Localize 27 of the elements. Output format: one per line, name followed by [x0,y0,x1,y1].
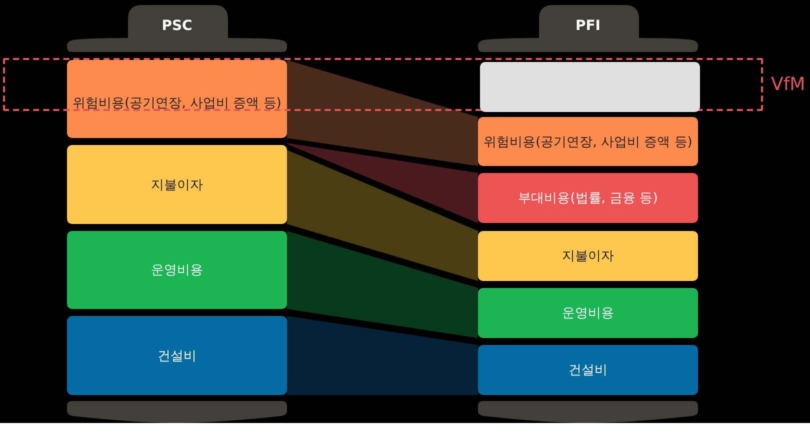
flow-ribbon [287,150,478,281]
block-label: 건설비 [568,362,608,379]
cost-block [478,117,698,166]
block-label: 위험비용(공기연장, 사업비 증액 등) [72,95,282,112]
band-label: VfM [771,74,806,95]
block-label: 운영비용 [151,262,203,279]
flow-ribbon [287,231,478,338]
cost-block [478,173,698,223]
column-title: PFI [575,18,601,34]
cost-block [67,60,287,138]
cost-block [67,145,287,224]
flow-ribbon [287,60,478,166]
cost-block [478,288,698,338]
flow-ribbon [287,143,478,223]
cost-block [478,345,698,395]
block-label: 건설비 [158,348,196,364]
block-label: 위험비용(공기연장, 사업비 증액 등) [484,134,692,150]
column-title: PSC [162,18,192,34]
cost-block [67,231,287,309]
block-label: 운영비용 [562,305,614,322]
block-label: 지불이자 [562,248,614,265]
cost-block [67,316,287,395]
block-label: 부대비용(법률, 금융 등) [518,190,658,207]
block-label: 지불이자 [151,176,203,194]
empty-block [480,62,700,112]
flow-ribbon [287,316,478,395]
cost-block [478,231,698,281]
